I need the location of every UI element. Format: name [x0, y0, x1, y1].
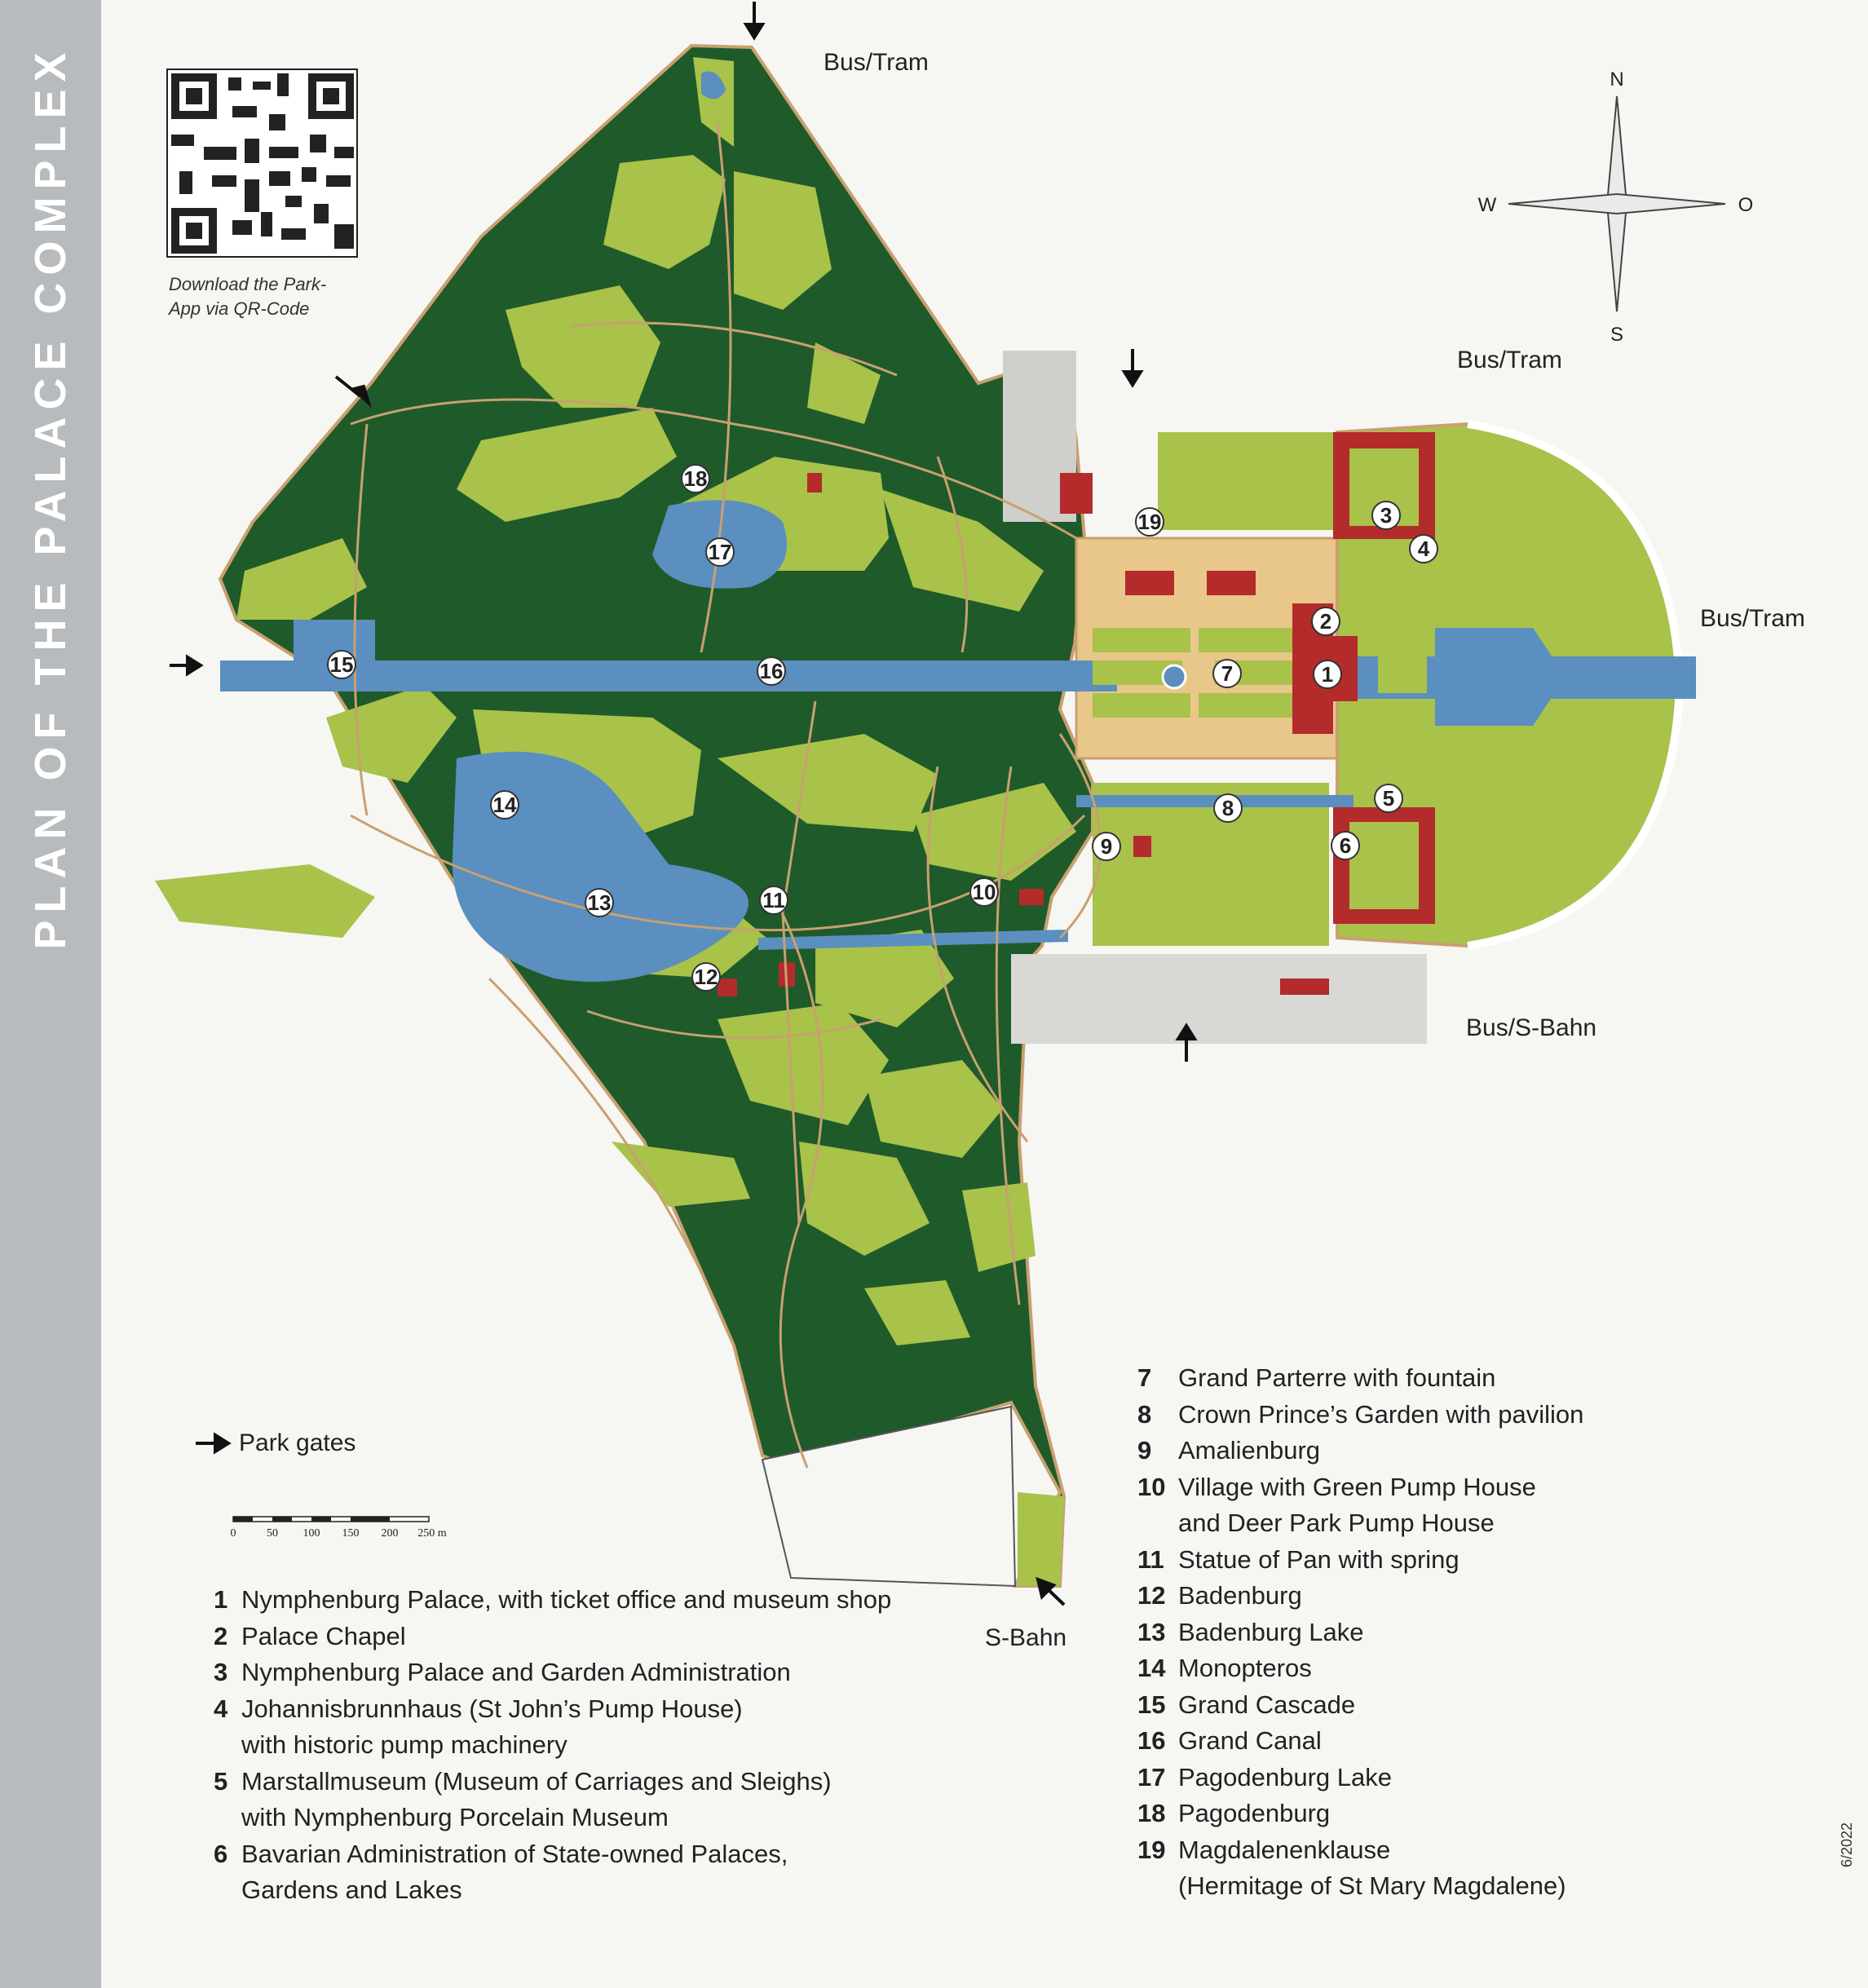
compass-w: W — [1478, 194, 1497, 216]
gate-label-bus-sbahn: Bus/S-Bahn — [1466, 1014, 1597, 1041]
svg-text:19: 19 — [1138, 510, 1162, 534]
compass-n: N — [1610, 68, 1623, 91]
excluded-area — [761, 1405, 1017, 1588]
map-marker-11[interactable]: 11 — [759, 886, 788, 915]
park-gate-arrows — [170, 2, 1198, 1606]
scale-tick-250: 250 m — [417, 1527, 447, 1540]
parterre-beds — [1093, 628, 1427, 791]
svg-text:3: 3 — [1380, 503, 1392, 528]
map-marker-18[interactable]: 18 — [681, 464, 710, 493]
svg-text:4: 4 — [1418, 537, 1430, 561]
svg-text:11: 11 — [762, 888, 785, 912]
svg-text:15: 15 — [330, 652, 354, 677]
legend-item-5-cont: with Nymphenburg Porcelain Museum — [241, 1803, 669, 1831]
compass-rose: N S W O — [1478, 68, 1754, 346]
svg-text:7: 7 — [1221, 661, 1233, 686]
map-marker-15[interactable]: 15 — [327, 650, 356, 679]
qr-code[interactable] — [166, 68, 358, 258]
map-marker-5[interactable]: 5 — [1374, 784, 1403, 813]
svg-text:8: 8 — [1222, 796, 1234, 820]
svg-text:5: 5 — [1383, 786, 1394, 811]
svg-text:6: 6 — [1340, 833, 1351, 858]
scale-tick-100: 100 — [303, 1527, 320, 1540]
sidebar: PLAN OF THE PALACE COMPLEX — [0, 0, 101, 1988]
park-gates-legend: Park gates — [239, 1429, 356, 1456]
svg-text:14: 14 — [493, 793, 517, 817]
map-marker-2[interactable]: 2 — [1311, 607, 1340, 636]
scale-tick-150: 150 — [342, 1527, 360, 1540]
map-marker-6[interactable]: 6 — [1331, 831, 1360, 860]
gate-label-bus-tram-top: Bus/Tram — [824, 49, 929, 76]
compass-s: S — [1610, 324, 1623, 346]
legend-item-19-cont: (Hermitage of St Mary Magdalene) — [1178, 1871, 1566, 1900]
map-marker-17[interactable]: 17 — [705, 537, 735, 567]
compass-o: O — [1738, 194, 1754, 216]
map-marker-7[interactable]: 7 — [1212, 659, 1242, 688]
gate-label-bus-tram-right-top: Bus/Tram — [1457, 347, 1562, 373]
legend-item-10-cont: and Deer Park Pump House — [1178, 1509, 1495, 1537]
grand-parterre-fountain — [1161, 664, 1187, 690]
town-area — [1011, 954, 1427, 1044]
svg-text:12: 12 — [695, 965, 718, 989]
sbahn-strip — [1018, 1492, 1064, 1586]
legend-item-6-cont: Gardens and Lakes — [241, 1875, 462, 1904]
qr-caption: Download the Park-App via QR-Code — [169, 274, 327, 319]
map-marker-14[interactable]: 14 — [490, 790, 519, 819]
map-marker-1[interactable]: 1 — [1313, 660, 1342, 689]
svg-text:16: 16 — [760, 659, 784, 683]
svg-text:17: 17 — [709, 540, 732, 564]
map-marker-9[interactable]: 9 — [1092, 832, 1121, 861]
scale-tick-200: 200 — [382, 1527, 399, 1540]
gate-label-sbahn: S-Bahn — [985, 1624, 1067, 1651]
map-marker-16[interactable]: 16 — [757, 656, 786, 686]
map-marker-4[interactable]: 4 — [1409, 534, 1438, 563]
svg-text:10: 10 — [973, 880, 996, 904]
map-marker-12[interactable]: 12 — [691, 962, 721, 992]
map-marker-10[interactable]: 10 — [969, 877, 999, 907]
svg-text:13: 13 — [588, 890, 612, 915]
north-garden — [1158, 432, 1345, 530]
map-marker-13[interactable]: 13 — [585, 888, 614, 917]
svg-text:9: 9 — [1101, 834, 1112, 859]
map-marker-3[interactable]: 3 — [1371, 501, 1401, 530]
map-marker-19[interactable]: 19 — [1135, 507, 1164, 537]
scale-tick-50: 50 — [267, 1527, 278, 1540]
legend-item-4-cont: with historic pump machinery — [241, 1730, 567, 1759]
paths — [350, 121, 1102, 1469]
scale-bar: 0 50 100 150 200 250 m — [231, 1516, 447, 1540]
scale-tick-0: 0 — [231, 1527, 236, 1540]
svg-text:2: 2 — [1320, 609, 1331, 634]
map-marker-8[interactable]: 8 — [1213, 793, 1243, 823]
svg-text:1: 1 — [1322, 662, 1333, 687]
edition-date: 6/2022 — [1839, 1822, 1855, 1867]
svg-text:18: 18 — [684, 466, 708, 491]
south-garden — [1093, 783, 1329, 946]
gate-label-bus-tram-right: Bus/Tram — [1700, 605, 1805, 632]
